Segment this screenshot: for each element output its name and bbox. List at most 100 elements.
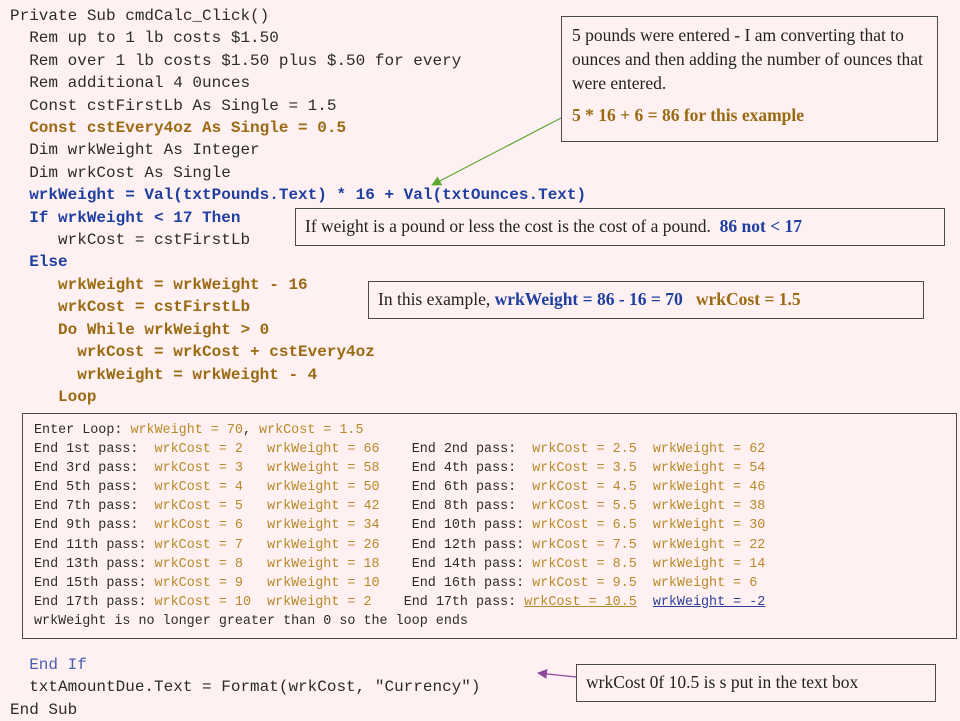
trace-row: End 11th pass: wrkCost = 7 wrkWeight = 2… bbox=[34, 536, 765, 555]
trace-row: End 7th pass: wrkCost = 5 wrkWeight = 42… bbox=[34, 497, 765, 516]
trace-enter-weight: wrkWeight = 70 bbox=[130, 423, 243, 438]
code-line: Dim wrkWeight As Integer bbox=[10, 141, 260, 160]
code-block-top: Private Sub cmdCalc_Click() Rem up to 1 … bbox=[10, 5, 586, 408]
trace-cell: End 10th pass: bbox=[411, 518, 533, 534]
loop-trace-box: Enter Loop: wrkWeight = 70, wrkCost = 1.… bbox=[22, 413, 957, 639]
trace-cell: wrkWeight = 2 bbox=[267, 594, 372, 610]
result-note-text: wrkCost 0f 10.5 is s put in the text box bbox=[586, 672, 859, 692]
trace-cell: wrkCost = 3.5 bbox=[532, 461, 637, 477]
code-line: Rem over 1 lb costs $1.50 plus $.50 for … bbox=[10, 51, 462, 70]
trace-cell: wrkWeight = 38 bbox=[652, 499, 766, 515]
trace-cell: End 8th pass: bbox=[411, 499, 533, 515]
top-note: 5 pounds were entered - I am converting … bbox=[561, 16, 938, 142]
trace-cell: End 9th pass: bbox=[34, 518, 155, 534]
trace-cell: End 5th pass: bbox=[34, 480, 155, 496]
code-line: End Sub bbox=[10, 700, 78, 719]
code-line: Do While wrkWeight > 0 bbox=[10, 320, 270, 339]
code-line: txtAmountDue.Text = Format(wrkCost, "Cur… bbox=[10, 678, 481, 697]
trace-cell: wrkCost = 7 bbox=[154, 537, 260, 553]
code-line: Const cstFirstLb As Single = 1.5 bbox=[10, 96, 337, 115]
trace-cell: End 2nd pass: bbox=[411, 442, 533, 457]
code-line: Private Sub cmdCalc_Click() bbox=[10, 7, 270, 25]
example-note-cost: wrkCost = 1.5 bbox=[695, 289, 801, 309]
trace-cell: wrkCost = 2 bbox=[154, 442, 260, 457]
code-line: End If bbox=[10, 656, 87, 674]
weight-note: If weight is a pound or less the cost is… bbox=[295, 208, 945, 246]
trace-cell: wrkWeight = 14 bbox=[652, 556, 766, 572]
trace-cell: End 13th pass: bbox=[34, 556, 155, 572]
code-line: Const cstEvery4oz As Single = 0.5 bbox=[10, 119, 347, 138]
trace-enter-label: Enter Loop: bbox=[34, 423, 123, 438]
trace-cell: wrkCost = 9 bbox=[154, 575, 260, 591]
example-note-prefix: In this example, bbox=[378, 289, 491, 309]
trace-cell: wrkCost = 5.5 bbox=[532, 499, 637, 515]
weight-note-text: If weight is a pound or less the cost is… bbox=[305, 216, 711, 236]
trace-cell: wrkCost = 7.5 bbox=[532, 537, 637, 553]
trace-conclusion: wrkWeight is no longer greater than 0 so… bbox=[34, 614, 468, 629]
trace-cell: wrkWeight = 34 bbox=[267, 518, 380, 534]
trace-cell: wrkCost = 3 bbox=[154, 461, 260, 477]
trace-cell: wrkCost = 6 bbox=[154, 518, 260, 534]
trace-cell: wrkWeight = -2 bbox=[652, 594, 766, 610]
trace-cell: wrkWeight = 22 bbox=[652, 537, 766, 553]
code-line: wrkCost = cstFirstLb bbox=[10, 231, 251, 250]
trace-cell: End 6th pass: bbox=[411, 480, 533, 496]
code-line: wrkCost = cstFirstLb bbox=[10, 298, 251, 317]
trace-cell: wrkWeight = 62 bbox=[652, 442, 766, 457]
trace-row: End 15th pass: wrkCost = 9 wrkWeight = 1… bbox=[34, 574, 757, 593]
trace-cell: wrkWeight = 18 bbox=[267, 556, 380, 572]
trace-cell: wrkWeight = 30 bbox=[652, 518, 766, 534]
trace-cell: wrkCost = 10.5 bbox=[524, 594, 637, 610]
code-line: Rem additional 4 0unces bbox=[10, 74, 251, 93]
trace-cell: wrkWeight = 46 bbox=[652, 480, 766, 496]
code-line: If wrkWeight < 17 Then bbox=[10, 208, 241, 227]
trace-cell: End 3rd pass: bbox=[34, 461, 155, 477]
trace-row: End 3rd pass: wrkCost = 3 wrkWeight = 58… bbox=[34, 459, 765, 478]
trace-cell: wrkWeight = 10 bbox=[267, 575, 380, 591]
trace-cell: End 4th pass: bbox=[411, 461, 533, 477]
code-line: Dim wrkCost As Single bbox=[10, 163, 231, 182]
trace-row: End 17th pass: wrkCost = 10 wrkWeight = … bbox=[34, 593, 765, 612]
top-note-text: 5 pounds were entered - I am converting … bbox=[572, 25, 923, 93]
example-note: In this example, wrkWeight = 86 - 16 = 7… bbox=[368, 281, 924, 319]
trace-cell: wrkWeight = 42 bbox=[267, 499, 380, 515]
trace-cell: End 7th pass: bbox=[34, 499, 155, 515]
code-line: Else bbox=[10, 253, 68, 272]
trace-cell: End 16th pass: bbox=[411, 575, 533, 591]
trace-cell: wrkWeight = 58 bbox=[267, 461, 380, 477]
code-line: wrkWeight = wrkWeight - 16 bbox=[10, 275, 308, 294]
trace-cell: End 12th pass: bbox=[411, 537, 533, 553]
trace-cell: wrkCost = 5 bbox=[154, 499, 260, 515]
trace-row: End 9th pass: wrkCost = 6 wrkWeight = 34… bbox=[34, 516, 765, 535]
trace-cell: wrkWeight = 26 bbox=[267, 537, 380, 553]
trace-cell: wrkCost = 9.5 bbox=[532, 575, 637, 591]
trace-cell: wrkCost = 8 bbox=[154, 556, 260, 572]
code-line: Rem up to 1 lb costs $1.50 bbox=[10, 29, 279, 48]
trace-cell: wrkCost = 4.5 bbox=[532, 480, 637, 496]
trace-cell: End 17th pass: bbox=[403, 594, 525, 610]
trace-enter-cost: wrkCost = 1.5 bbox=[259, 423, 364, 438]
trace-cell: wrkWeight = 54 bbox=[652, 461, 766, 477]
trace-cell: End 14th pass: bbox=[411, 556, 533, 572]
trace-cell: wrkWeight = 50 bbox=[267, 480, 380, 496]
trace-cell: End 15th pass: bbox=[34, 575, 155, 591]
trace-cell: wrkCost = 8.5 bbox=[532, 556, 637, 572]
trace-row: End 13th pass: wrkCost = 8 wrkWeight = 1… bbox=[34, 555, 765, 574]
code-line: wrkWeight = Val(txtPounds.Text) * 16 + V… bbox=[10, 186, 587, 205]
trace-cell: End 1st pass: bbox=[34, 442, 155, 457]
trace-cell: wrkCost = 10 bbox=[154, 594, 260, 610]
trace-cell: wrkCost = 2.5 bbox=[532, 442, 637, 457]
trace-cell: wrkWeight = 6 bbox=[652, 575, 758, 591]
result-note: wrkCost 0f 10.5 is s put in the text box bbox=[576, 664, 936, 702]
code-line: wrkWeight = wrkWeight - 4 bbox=[10, 365, 318, 384]
purple-arrow bbox=[537, 668, 577, 679]
trace-row: End 1st pass: wrkCost = 2 wrkWeight = 66… bbox=[34, 440, 765, 459]
trace-row: End 5th pass: wrkCost = 4 wrkWeight = 50… bbox=[34, 478, 765, 497]
trace-cell: wrkCost = 4 bbox=[154, 480, 260, 496]
example-note-weight: wrkWeight = 86 - 16 = 70 bbox=[494, 289, 683, 309]
weight-note-highlight: 86 not < 17 bbox=[719, 216, 803, 236]
trace-cell: wrkWeight = 66 bbox=[267, 442, 380, 457]
trace-cell: End 17th pass: bbox=[34, 594, 155, 610]
code-line: wrkCost = wrkCost + cstEvery4oz bbox=[10, 343, 375, 362]
code-line: Loop bbox=[10, 387, 97, 406]
